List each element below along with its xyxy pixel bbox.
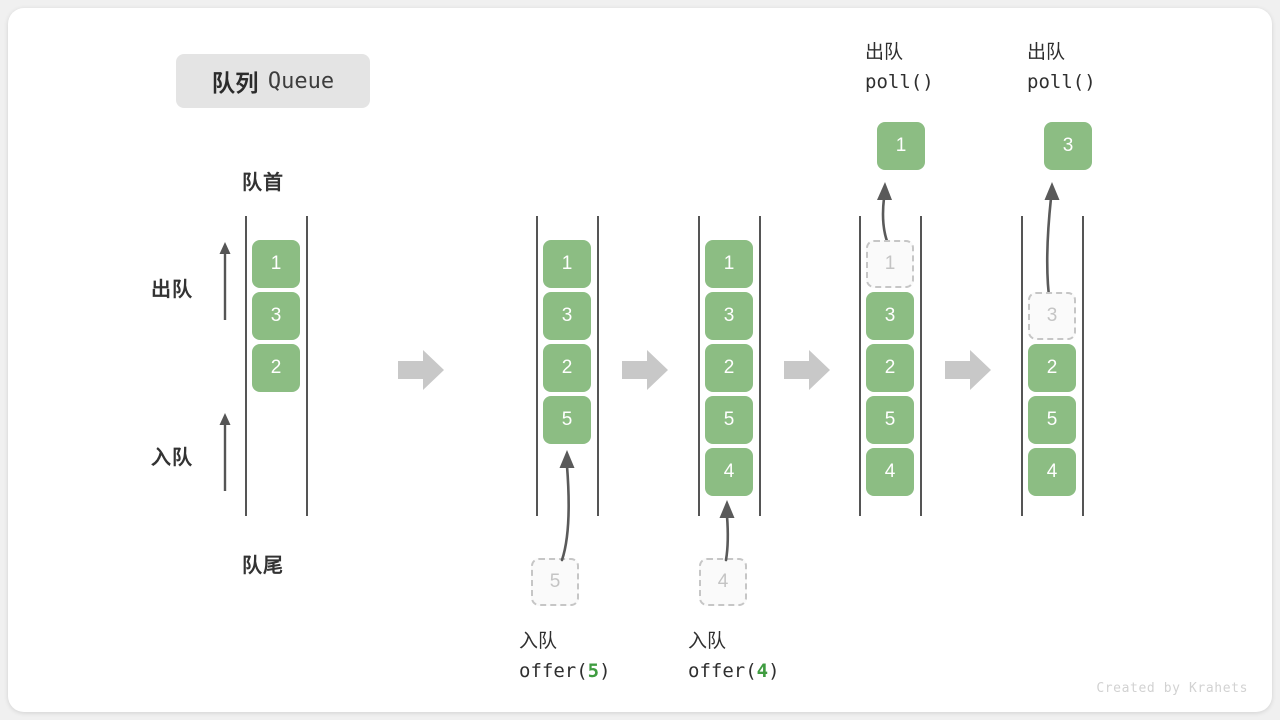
poll-1-caption: 出队 poll(): [865, 39, 934, 97]
offer-4-caption-fn: offer(4): [688, 659, 780, 682]
offer-5-caption: 入队 offer(5): [519, 628, 611, 686]
queue-cell-ghost: 3: [1028, 292, 1076, 340]
offer-4-caption-cn: 入队: [688, 631, 727, 652]
queue-cell: 1: [252, 240, 300, 288]
watermark: Created by Krahets: [1096, 681, 1248, 696]
pending-element-5: 5: [531, 558, 579, 606]
queue-cell: 5: [705, 396, 753, 444]
queue-cell: 5: [866, 396, 914, 444]
pending-element-4: 4: [699, 558, 747, 606]
queue-cell: 4: [1028, 448, 1076, 496]
queue-cell: 3: [252, 292, 300, 340]
poll-2-caption-fn: poll(): [1027, 70, 1096, 93]
stage2-rail-left: [536, 216, 538, 516]
transition-arrow-icon: [945, 350, 991, 390]
queue-cell: 4: [705, 448, 753, 496]
stage4-cells: 1 3 2 5 4: [866, 240, 914, 496]
stage3-rail-left: [698, 216, 700, 516]
stage3-cells: 1 3 2 5 4: [705, 240, 753, 496]
stage4-rail-right: [920, 216, 922, 516]
stage3-rail-right: [759, 216, 761, 516]
stage5-rail-left: [1021, 216, 1023, 516]
stage2-rail-right: [597, 216, 599, 516]
queue-head-label: 队首: [242, 172, 284, 194]
queue-cell-ghost: 1: [866, 240, 914, 288]
stage4-rail-left: [859, 216, 861, 516]
queue-cell: 3: [866, 292, 914, 340]
stage2-cells: 1 3 2 5: [543, 240, 591, 444]
offer-4-arg: 4: [756, 659, 769, 682]
enqueue-label: 入队: [151, 447, 193, 469]
queue-cell: 3: [705, 292, 753, 340]
stage1-rail-left: [245, 216, 247, 516]
offer-4-caption: 入队 offer(4): [688, 628, 780, 686]
queue-cell: 1: [705, 240, 753, 288]
transition-arrow-icon: [398, 350, 444, 390]
poll-2-motion-arrow: [1044, 182, 1060, 306]
poll-1-caption-fn: poll(): [865, 70, 934, 93]
diagram-title-chip: 队列 Queue: [176, 54, 370, 108]
offer-5-caption-cn: 入队: [519, 631, 558, 652]
poll-2-caption: 出队 poll(): [1027, 39, 1096, 97]
queue-cell: 2: [866, 344, 914, 392]
offer-5-caption-fn: offer(5): [519, 659, 611, 682]
poll-1-caption-cn: 出队: [865, 42, 904, 63]
poll-2-caption-cn: 出队: [1027, 42, 1066, 63]
stage5-rail-right: [1082, 216, 1084, 516]
queue-cell: 2: [543, 344, 591, 392]
polled-element-1: 1: [877, 122, 925, 170]
queue-cell: 4: [866, 448, 914, 496]
polled-element-3: 3: [1044, 122, 1092, 170]
queue-cell: 2: [252, 344, 300, 392]
title-en: Queue: [267, 68, 335, 94]
stage1-rail-right: [306, 216, 308, 516]
queue-cell: 2: [705, 344, 753, 392]
offer-5-motion-arrow: [559, 450, 575, 562]
queue-cell: 2: [1028, 344, 1076, 392]
queue-cell: 1: [543, 240, 591, 288]
queue-tail-label: 队尾: [242, 555, 284, 577]
diagram-canvas: 队列 Queue 队首 队尾 出队 入队 1 3 2 1 3 2 5: [8, 8, 1272, 712]
transition-arrow-icon: [622, 350, 668, 390]
transition-arrow-icon: [784, 350, 830, 390]
stage5-cells: 3 2 5 4: [1028, 292, 1076, 496]
queue-cell: 5: [543, 396, 591, 444]
offer-4-motion-arrow: [719, 500, 735, 562]
offer-5-arg: 5: [587, 659, 600, 682]
title-cn: 队列: [211, 70, 259, 96]
queue-cell: 3: [543, 292, 591, 340]
dequeue-direction-arrow: [219, 242, 231, 320]
enqueue-direction-arrow: [219, 413, 231, 491]
dequeue-label: 出队: [151, 279, 193, 301]
queue-cell: 5: [1028, 396, 1076, 444]
stage1-cells: 1 3 2: [252, 240, 300, 392]
